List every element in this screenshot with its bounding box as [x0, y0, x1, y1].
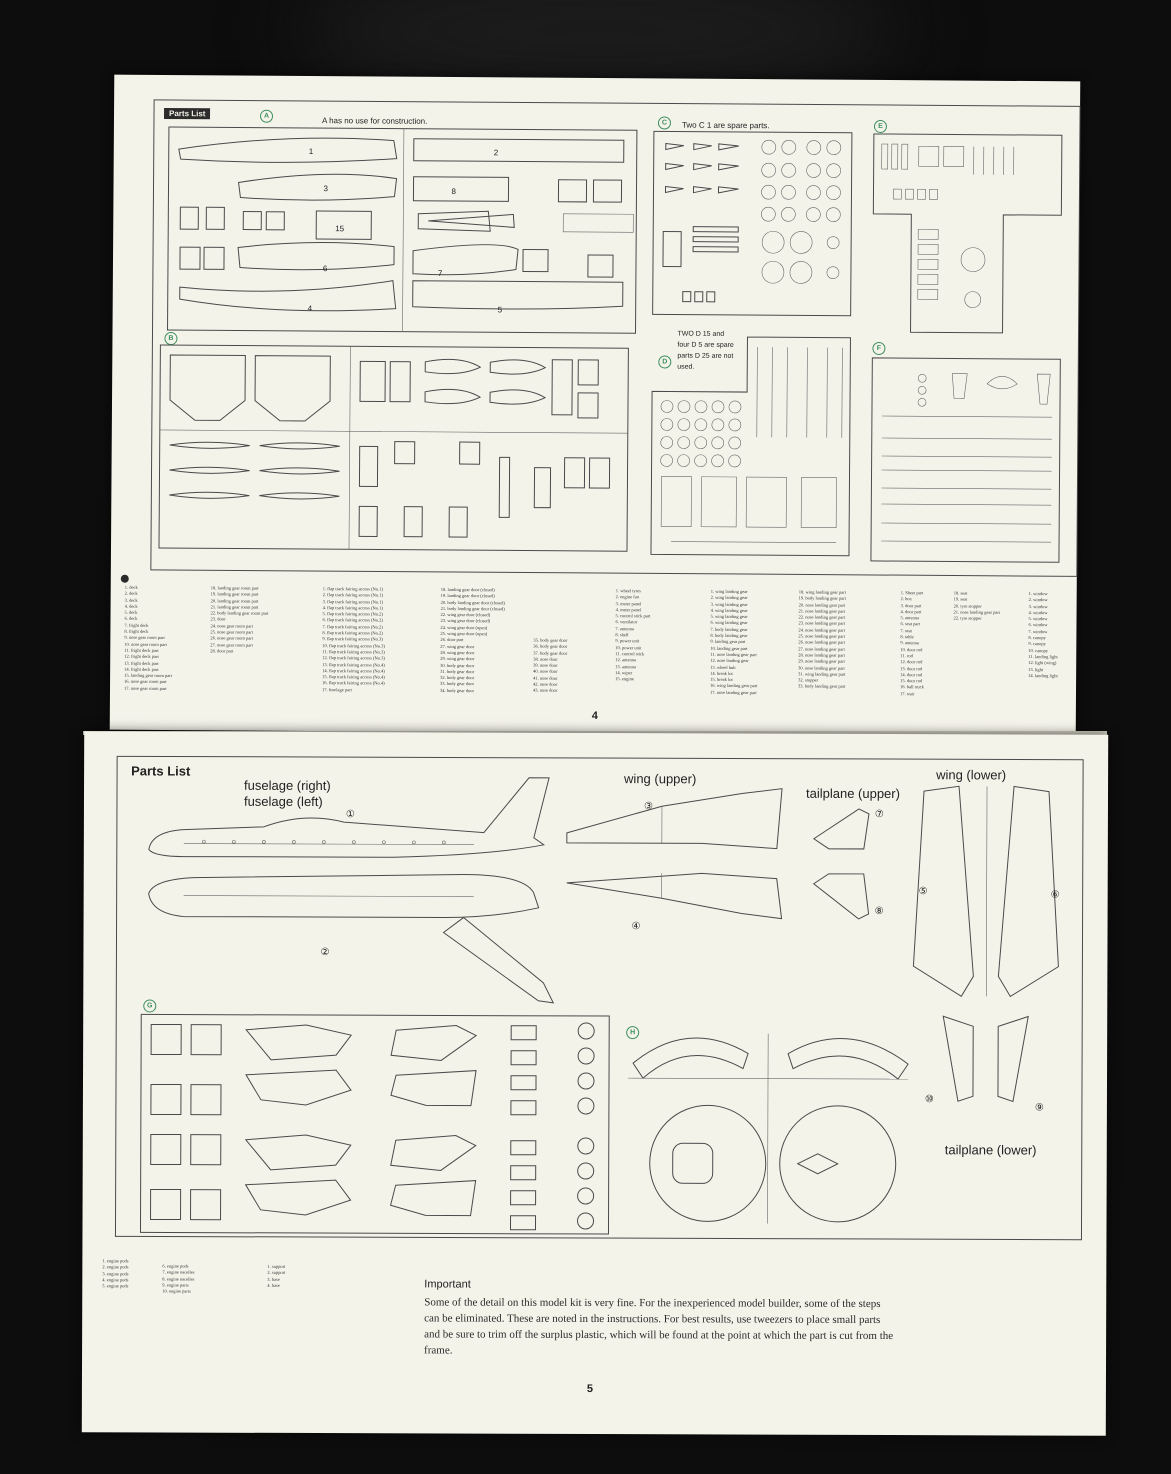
- frame-f-label: F: [872, 341, 886, 356]
- important-text: Some of the detail on this model kit is …: [424, 1296, 894, 1357]
- page-number-5: 5: [586, 1382, 594, 1395]
- part-a7: 7: [437, 268, 443, 278]
- legend-g-col2: 6. engine pods 7. engine nacelles 8. eng…: [162, 1263, 195, 1294]
- part-a1: 1: [308, 146, 314, 157]
- frame-border-top: [150, 99, 1081, 577]
- sprue-frame-a: [167, 126, 638, 334]
- frame-border-bottom: [114, 755, 1084, 1241]
- sprue-frame-d: [650, 336, 851, 557]
- sprue-frame-b: [158, 344, 629, 552]
- part-a3: 3: [323, 184, 328, 194]
- legend-b-col3: 35. body gear door 36. body gear door 37…: [532, 637, 568, 694]
- part-9-marker: ⑨: [1034, 1102, 1044, 1114]
- part-4-marker: ④: [631, 921, 641, 933]
- legend-d-col2: 18. wing landing gear part 19. body land…: [798, 589, 847, 690]
- frame-c-note: Two C 1 are spare parts.: [681, 120, 770, 131]
- tailplane-upper-part: [812, 808, 870, 920]
- part-6-marker: ⑥: [1050, 889, 1060, 901]
- label-tailplane-upper: tailplane (upper): [805, 785, 900, 802]
- part-a2: 2: [493, 148, 499, 158]
- legend-e-col2: 18. seat 19. seat 20. tyre stopper 21. n…: [953, 590, 1001, 621]
- part-2-marker: ②: [320, 947, 330, 959]
- label-tailplane-lower: tailplane (lower): [944, 1142, 1037, 1158]
- frame-e-label: E: [873, 119, 888, 134]
- sprue-frame-g: [139, 1013, 610, 1235]
- legend-e-col1: 1. Sheet part 2. box 3. door part 4. doo…: [899, 590, 924, 696]
- legend-b-col1: 1. flap track fairing access (No.1) 2. f…: [321, 586, 385, 693]
- wing-lower-part: [912, 785, 1059, 1103]
- sprue-frame-h: [628, 1033, 909, 1224]
- sprue-frame-f: [870, 357, 1061, 563]
- part-a5: 5: [497, 305, 503, 315]
- part-a15: 15: [335, 224, 345, 234]
- wing-upper-part: [566, 788, 783, 920]
- parts-list-badge: Parts List: [163, 107, 211, 120]
- frame-b-label: B: [164, 331, 178, 346]
- legend-d-col1: 1. wing landing gear 2. wing landing gea…: [709, 588, 758, 695]
- part-a8: 8: [451, 186, 456, 197]
- part-3-marker: ③: [643, 801, 653, 813]
- frame-c-label: C: [657, 116, 672, 130]
- sprue-frame-c: [652, 130, 853, 317]
- legend-h: 1. support 2. support 3. base 4. base: [267, 1263, 286, 1288]
- important-title: Important: [424, 1278, 471, 1291]
- part-a6: 6: [322, 264, 328, 274]
- frame-g-label: G: [143, 999, 157, 1013]
- page-4: Parts List A A has no use for constructi…: [109, 74, 1081, 737]
- legend-b-col2: 18. landing gear door (closed) 19. landi…: [439, 586, 505, 693]
- page-number-4: 4: [591, 709, 598, 723]
- fuselage-left-part: [148, 874, 555, 1004]
- part-5-marker: ⑤: [918, 886, 928, 898]
- page-5: Parts List fuselage (right) fuselage (le…: [81, 731, 1109, 1436]
- part-1-marker: ①: [345, 809, 355, 821]
- sprue-frame-e: [872, 133, 1063, 334]
- frame-a-label: A: [259, 109, 274, 123]
- label-wing-lower: wing (lower): [936, 767, 1007, 783]
- legend-a-col2: 18. landing gear room part 19. landing g…: [210, 585, 269, 654]
- legend-a-col1: 1. deck 2. deck 3. deck 4. deck 5. deck …: [123, 584, 172, 691]
- label-wing-upper: wing (upper): [624, 771, 697, 787]
- frame-a-note: A has no use for construction.: [321, 116, 428, 126]
- part-7-marker: ⑦: [874, 808, 884, 821]
- part-a4: 4: [307, 303, 313, 314]
- legend-a-marker: [120, 574, 129, 583]
- legend-c: 1. wheel tyres 2. engine fan 3. meter pa…: [615, 588, 651, 682]
- legend-g-col1: 1. engine pods 2. engine pods 3. engine …: [102, 1258, 129, 1289]
- legend-f: 1. window 2. window 3. window 4. window …: [1028, 591, 1058, 679]
- fuselage-right-part: [148, 777, 550, 858]
- part-8-marker: ⑧: [874, 905, 884, 918]
